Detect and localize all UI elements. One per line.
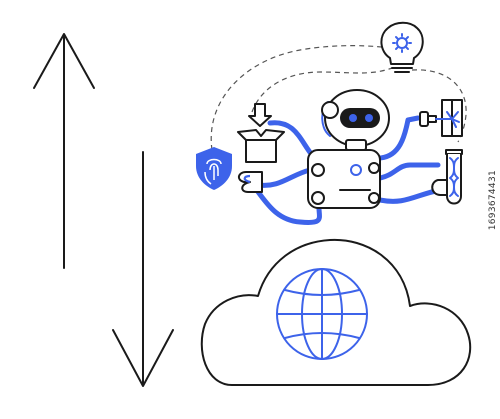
laser-panel-icon xyxy=(419,99,463,137)
cloud-icon xyxy=(200,238,472,386)
stock-id-label: 1693674431 xyxy=(488,170,498,231)
arrow-down-icon xyxy=(112,151,174,387)
shield-fingerprint-icon xyxy=(196,147,232,190)
robot-gripper-left xyxy=(238,171,263,193)
globe-icon xyxy=(276,268,368,360)
arrow-up-icon xyxy=(33,33,95,269)
lightbulb-gear-icon xyxy=(380,21,424,73)
robot-icon xyxy=(307,89,390,209)
box-download-icon xyxy=(237,103,285,163)
test-tube-dna-icon xyxy=(431,149,463,205)
